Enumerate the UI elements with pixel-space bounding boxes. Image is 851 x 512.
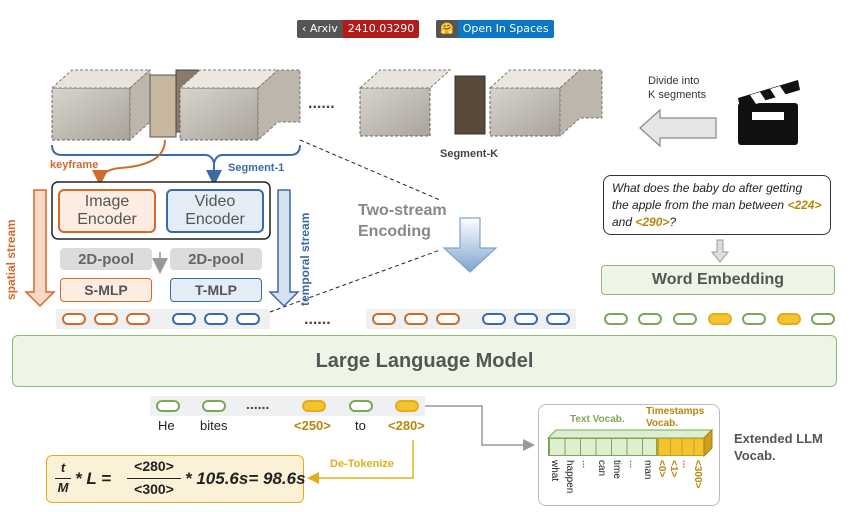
out-word-he: He xyxy=(158,418,175,433)
vocab-word-what: what xyxy=(549,460,560,482)
question-mid: and xyxy=(612,215,636,229)
out-word-to: to xyxy=(355,418,366,433)
formula-frac-line-1 xyxy=(55,478,71,479)
two-stream-label: Two-stream Encoding xyxy=(358,202,447,240)
vocab-word-dots-2: ... xyxy=(627,460,638,469)
video-encoder: Video Encoder xyxy=(166,189,264,233)
arxiv-id: 2410.03290 xyxy=(342,20,420,38)
spatial-stream-arrow xyxy=(24,189,56,308)
vocab-word-happen: happen xyxy=(564,460,575,494)
spatial-stream-label: spatial stream xyxy=(4,219,18,300)
out-word-bites: bites xyxy=(200,418,228,433)
question-text: What does the baby do after getting the … xyxy=(612,181,803,212)
spaces-badge[interactable]: 🤗Open In Spaces xyxy=(436,20,554,38)
token-k-spatial-1 xyxy=(372,313,396,325)
token-text-5 xyxy=(811,313,835,325)
two-stream-arrow xyxy=(442,217,498,273)
ts-vocab-label: Timestamps Vocab. xyxy=(646,406,705,429)
arxiv-label-text: Arxiv xyxy=(309,22,338,35)
out-token-3 xyxy=(302,400,326,412)
t-mlp: T-MLP xyxy=(170,278,262,302)
token-text-1 xyxy=(604,313,628,325)
out-word-250: <250> xyxy=(294,418,331,433)
svg-text:......: ...... xyxy=(304,311,331,328)
question-box: What does the baby do after getting the … xyxy=(603,175,831,235)
text-vocab-cells xyxy=(548,438,657,456)
token-k-spatial-2 xyxy=(404,313,428,325)
question-ts1: <224> xyxy=(787,198,822,212)
formula-frac-line-2 xyxy=(127,478,181,479)
segment-1-frames xyxy=(50,68,301,142)
vocab-panel xyxy=(538,404,720,506)
token-ts-2 xyxy=(777,313,801,325)
segment-k-label: Segment-K xyxy=(440,148,499,160)
token-spatial-1 xyxy=(62,313,86,325)
segment-1-label: Segment-1 xyxy=(228,162,285,174)
out-token-1 xyxy=(156,400,180,412)
hf-icon: 🤗 xyxy=(436,20,458,38)
formula-t: t xyxy=(60,460,66,475)
clapboard-icon xyxy=(738,80,800,145)
token-text-4 xyxy=(742,313,766,325)
out-token-5 xyxy=(395,400,419,412)
token-temporal-2 xyxy=(204,313,228,325)
formula-m: M xyxy=(57,480,69,495)
vocab-ts-0: <0> xyxy=(656,460,667,478)
formula-den: <300> xyxy=(134,481,174,497)
token-text-2 xyxy=(638,313,662,325)
segment-k-frames xyxy=(358,69,603,138)
pool-right: 2D-pool xyxy=(170,248,262,270)
token-spatial-3 xyxy=(126,313,150,325)
token-k-spatial-3 xyxy=(436,313,460,325)
token-k-temporal-2 xyxy=(514,313,538,325)
out-token-4 xyxy=(349,400,373,412)
token-temporal-3 xyxy=(236,313,260,325)
text-vocab-label: Text Vocab. xyxy=(570,414,625,425)
svg-text:......: ...... xyxy=(308,95,335,112)
vocab-ts-300: <300> xyxy=(692,460,703,489)
word-embedding: Word Embedding xyxy=(601,265,835,295)
vocab-word-time: time xyxy=(611,460,622,479)
token-spatial-2 xyxy=(94,313,118,325)
temporal-stream-label: temporal stream xyxy=(298,212,312,306)
pool-left: 2D-pool xyxy=(60,248,152,270)
extended-vocab-label: Extended LLM Vocab. xyxy=(734,431,823,463)
formula-box: t M * L = <280> <300> * 105.6s= 98.6s xyxy=(46,455,306,503)
token-k-temporal-3 xyxy=(546,313,570,325)
divide-arrow xyxy=(639,108,717,148)
formula-rest: * 105.6s= 98.6s xyxy=(185,469,306,488)
token-ts-1 xyxy=(708,313,732,325)
ts-vocab-cells xyxy=(657,438,704,456)
image-encoder: Image Encoder xyxy=(58,189,156,233)
divide-label: Divide into K segments xyxy=(648,75,707,101)
out-word-280: <280> xyxy=(388,418,425,433)
out-token-2 xyxy=(202,400,226,412)
vocab-word-man: man xyxy=(642,460,653,480)
arxiv-label: ‹ Arxiv xyxy=(297,20,343,38)
keyframe-label: keyframe xyxy=(50,159,99,171)
question-end: ? xyxy=(669,215,677,229)
llm-block: Large Language Model xyxy=(12,335,837,387)
formula-mult-l: * L = xyxy=(75,469,112,488)
vocab-word-dots-1: ... xyxy=(580,460,591,469)
s-mlp: S-MLP xyxy=(60,278,152,302)
question-ts2: <290> xyxy=(635,215,670,229)
detokenize-label: De-Tokenize xyxy=(330,458,394,470)
vocab-ts-1: <1> xyxy=(668,460,679,478)
token-text-3 xyxy=(673,313,697,325)
token-k-temporal-1 xyxy=(482,313,506,325)
vocab-word-can: can xyxy=(596,460,607,477)
spaces-label: Open In Spaces xyxy=(457,20,554,38)
temporal-stream-arrow xyxy=(268,189,300,308)
vocab-ts-dots: ... xyxy=(680,460,691,469)
token-temporal-1 xyxy=(172,313,196,325)
out-dots-strip: ...... xyxy=(246,396,270,412)
formula-num: <280> xyxy=(134,458,174,474)
